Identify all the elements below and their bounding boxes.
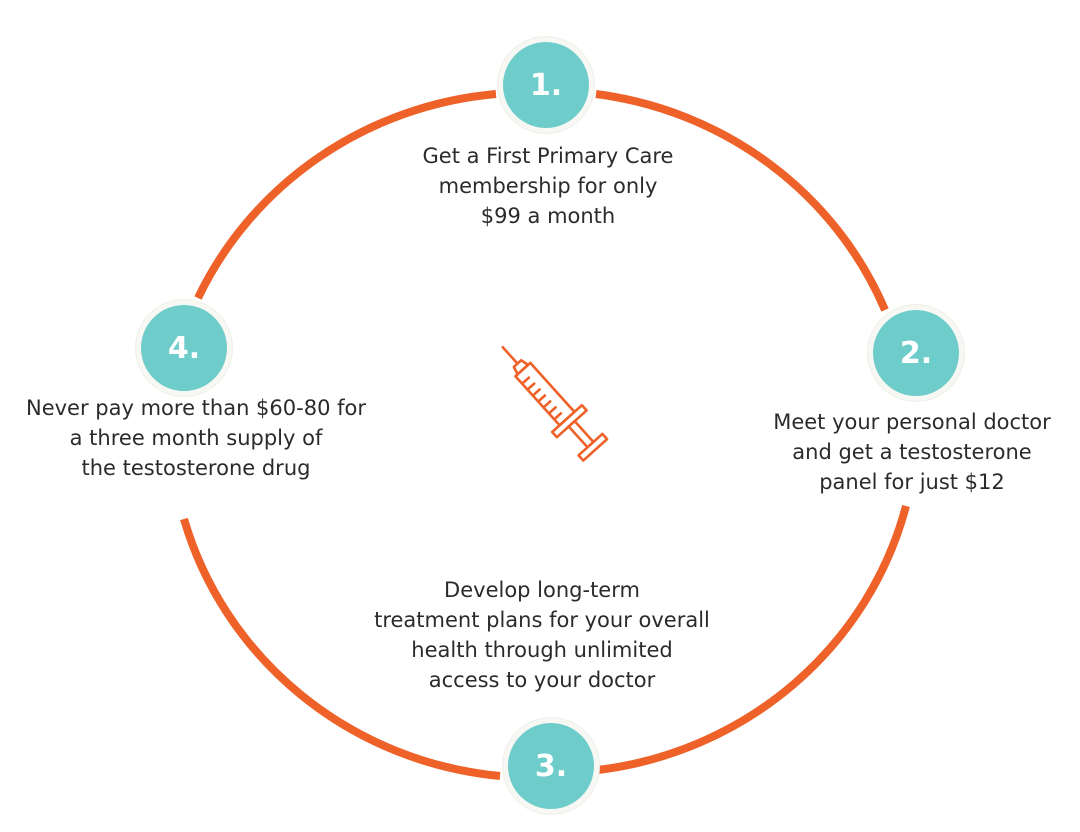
arc-step4-to-step1: [194, 90, 497, 300]
step-4-badge: 4.: [136, 300, 232, 396]
step-1-badge: 1.: [498, 37, 594, 133]
step-1-number: 1.: [529, 67, 563, 103]
syringe-icon: [501, 345, 609, 462]
step-2-badge: 2.: [868, 305, 964, 401]
step-4-description: Never pay more than $60-80 for a three m…: [26, 396, 366, 480]
step-2-description: Meet your personal doctor and get a test…: [773, 410, 1051, 494]
arc-step1-to-step2: [595, 90, 889, 312]
arc-step2-to-step3: [597, 504, 910, 774]
step-3-number: 3.: [534, 748, 568, 784]
step-1-description: Get a First Primary Care membership for …: [422, 144, 674, 228]
step-3-description: Develop long-term treatment plans for yo…: [374, 578, 710, 692]
step-4-number: 4.: [167, 330, 201, 366]
arc-step3-to-step4: [180, 517, 501, 780]
step-2-number: 2.: [899, 335, 933, 371]
step-3-badge: 3.: [503, 718, 599, 814]
